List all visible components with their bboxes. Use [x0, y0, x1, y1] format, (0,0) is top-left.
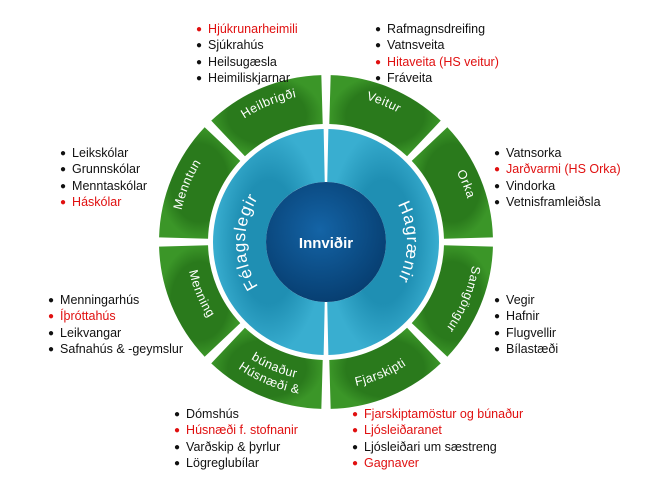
list-item-veitur: Vatnsveita: [375, 38, 499, 54]
list-item-samgongur: Flugvellir: [494, 326, 558, 342]
list-item-fjarskipti: Ljósleiðari um sæstreng: [352, 440, 523, 456]
list-fjarskipti: Fjarskiptamöstur og búnaðurLjósleiðarane…: [352, 407, 523, 473]
list-item-menning: Menningarhús: [48, 293, 183, 309]
list-item-husnaedi: Dómshús: [174, 407, 298, 423]
segment-fjarskipti: [329, 327, 441, 409]
list-item-menntun: Leikskólar: [60, 146, 147, 162]
list-item-veitur: Fráveita: [375, 71, 499, 87]
list-item-fjarskipti: Fjarskiptamöstur og búnaður: [352, 407, 523, 423]
list-item-menntun: Menntaskólar: [60, 179, 147, 195]
list-item-veitur: Rafmagnsdreifing: [375, 22, 499, 38]
list-item-husnaedi: Lögreglubílar: [174, 456, 298, 472]
outer-ring: [159, 75, 493, 409]
segment-orka: [411, 127, 493, 239]
list-item-heilbrigdi: Heimiliskjarnar: [196, 71, 298, 87]
list-item-samgongur: Hafnir: [494, 309, 558, 325]
list-item-menntun: Háskólar: [60, 195, 147, 211]
list-item-samgongur: Vegir: [494, 293, 558, 309]
inner-half-right: [327, 129, 440, 355]
list-menning: MenningarhúsÍþróttahúsLeikvangarSafnahús…: [48, 293, 183, 359]
list-item-heilbrigdi: Hjúkrunarheimili: [196, 22, 298, 38]
list-item-orka: Vetnisframleiðsla: [494, 195, 621, 211]
segment-samgongur: [411, 245, 493, 357]
list-husnaedi: DómshúsHúsnæði f. stofnanirVarðskip & þy…: [174, 407, 298, 473]
list-item-orka: Jarðvarmi (HS Orka): [494, 162, 621, 178]
list-item-orka: Vindorka: [494, 179, 621, 195]
segment-menntun: [159, 127, 241, 239]
list-item-orka: Vatnsorka: [494, 146, 621, 162]
list-item-heilbrigdi: Sjúkrahús: [196, 38, 298, 54]
list-item-samgongur: Bílastæði: [494, 342, 558, 358]
list-item-husnaedi: Varðskip & þyrlur: [174, 440, 298, 456]
segment-menning: [159, 245, 241, 357]
inner-ring: [212, 129, 440, 355]
center-label: Innviðir: [299, 235, 353, 252]
segment-veitur: [329, 75, 441, 157]
list-menntun: LeikskólarGrunnskólarMenntaskólarHáskóla…: [60, 146, 147, 212]
list-item-menning: Safnahús & -geymslur: [48, 342, 183, 358]
list-item-menning: Íþróttahús: [48, 309, 183, 325]
list-item-menntun: Grunnskólar: [60, 162, 147, 178]
list-item-heilbrigdi: Heilsugæsla: [196, 55, 298, 71]
center-circle: [266, 182, 386, 302]
segment-husnaedi: [211, 327, 323, 409]
list-item-menning: Leikvangar: [48, 326, 183, 342]
list-item-husnaedi: Húsnæði f. stofnanir: [174, 423, 298, 439]
list-item-fjarskipti: Gagnaver: [352, 456, 523, 472]
list-item-veitur: Hitaveita (HS veitur): [375, 55, 499, 71]
list-samgongur: VegirHafnirFlugvellirBílastæði: [494, 293, 558, 359]
list-orka: VatnsorkaJarðvarmi (HS Orka)VindorkaVetn…: [494, 146, 621, 212]
list-item-fjarskipti: Ljósleiðaranet: [352, 423, 523, 439]
list-veitur: RafmagnsdreifingVatnsveitaHitaveita (HS …: [375, 22, 499, 88]
inner-half-left: [212, 129, 325, 355]
list-heilbrigdi: HjúkrunarheimiliSjúkrahúsHeilsugæslaHeim…: [196, 22, 298, 88]
segment-heilbrigdi: [211, 75, 323, 157]
